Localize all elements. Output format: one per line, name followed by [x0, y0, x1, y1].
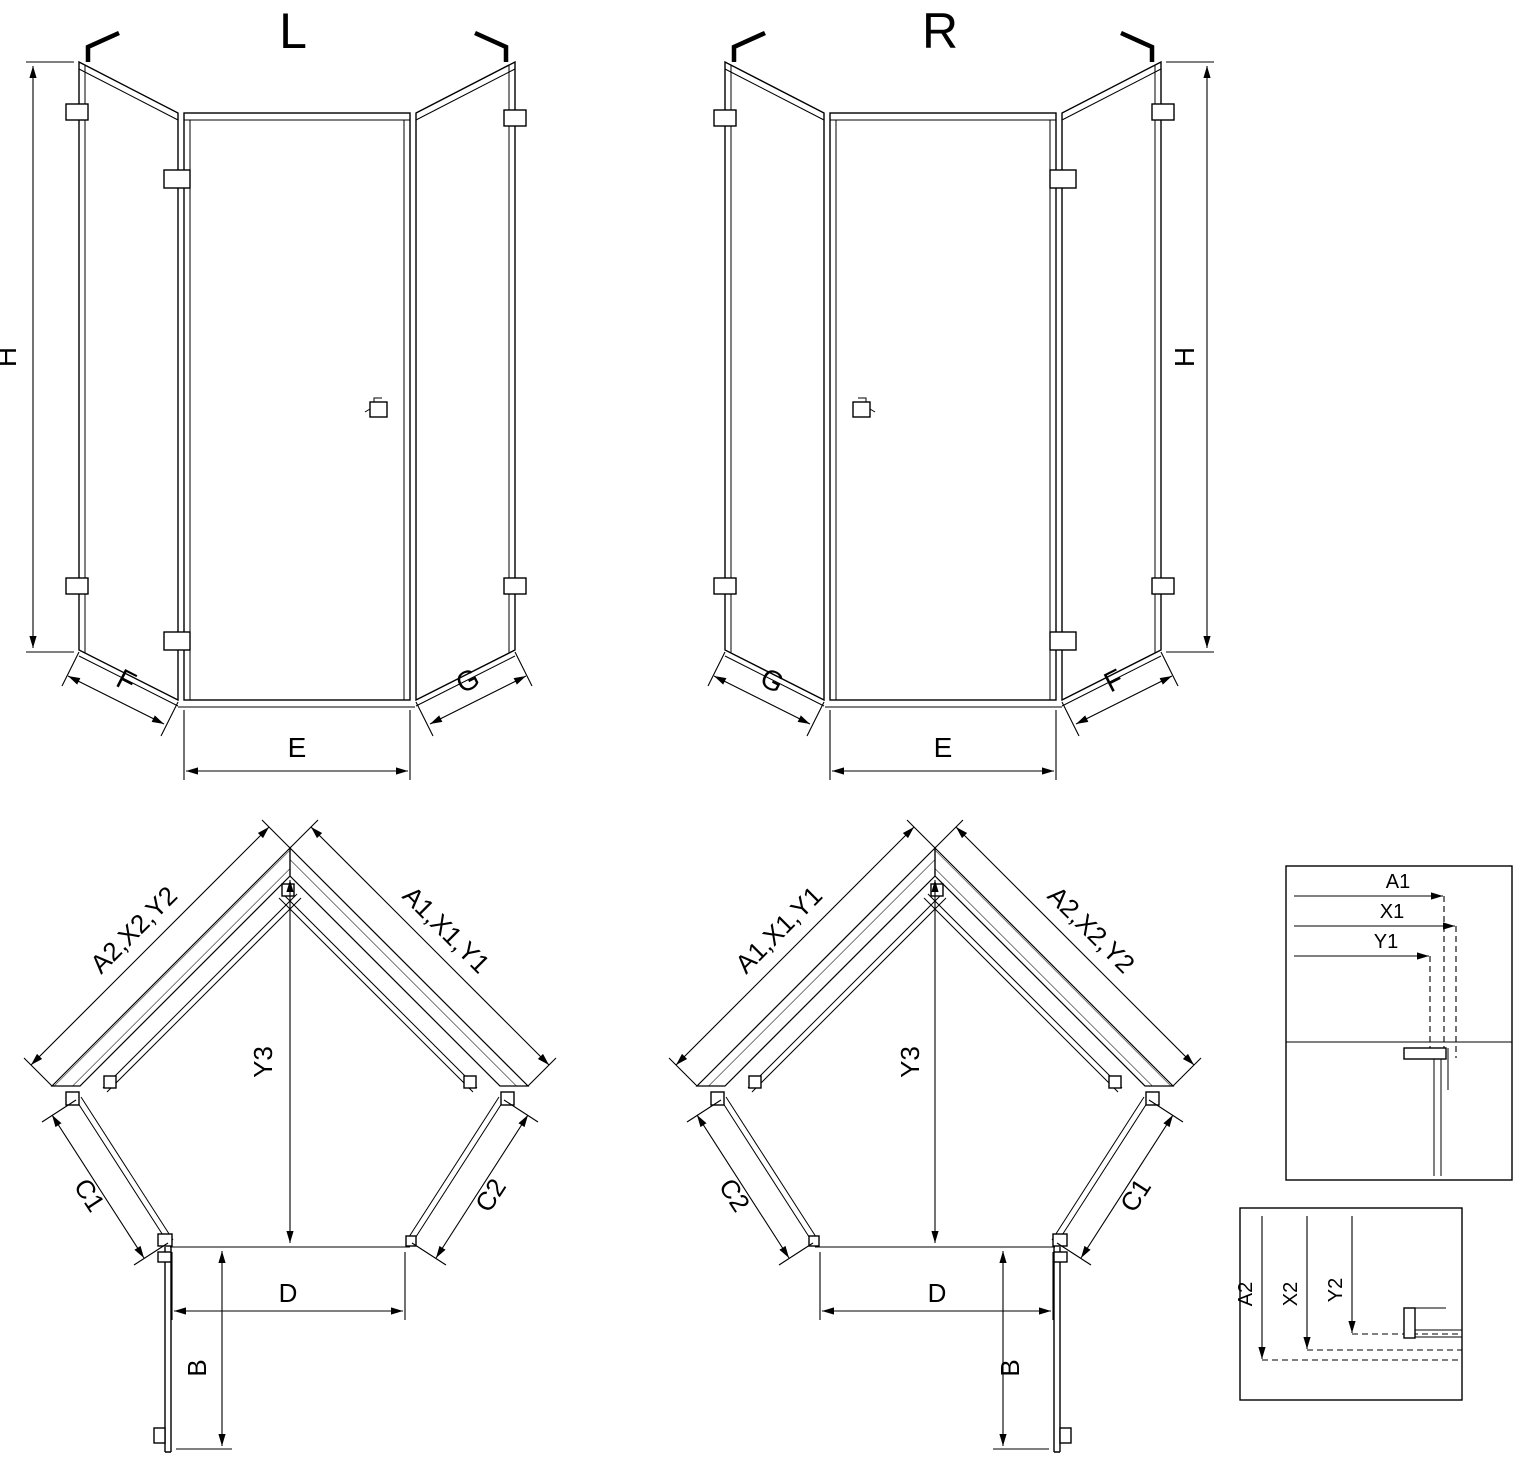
- detail-label-x2: X2: [1280, 1282, 1302, 1306]
- detail-label-a1: A1: [1386, 871, 1410, 893]
- front-view-right-title: R: [922, 3, 958, 59]
- dim-label-b-r: B: [995, 1359, 1025, 1376]
- front-view-left-title: L: [279, 3, 307, 59]
- detail-label-x1: X1: [1380, 901, 1404, 923]
- plan-view-left-structure: [24, 820, 556, 1452]
- detail-label-a2: A2: [1235, 1282, 1257, 1306]
- plan-view-right: A1,X1,Y1 A2,X2,Y2 Y3 C2 C1 D B: [669, 820, 1201, 1452]
- dim-label-c1-r: C1: [1114, 1173, 1157, 1217]
- dim-label-c1-l: C1: [68, 1173, 111, 1217]
- dim-label-wall-right-l: A1,X1,Y1: [397, 880, 496, 979]
- detail-view-bottom: A2 X2 Y2: [1235, 1207, 1463, 1401]
- front-view-right: R H G E F: [708, 3, 1214, 780]
- plan-view-right-structure: [669, 820, 1201, 1452]
- dim-label-y3-r: Y3: [895, 1046, 925, 1078]
- dim-label-c2-l: C2: [469, 1173, 512, 1217]
- dim-label-e-right: E: [934, 732, 953, 763]
- plan-view-left: A2,X2,Y2 A1,X1,Y1 Y3 C1 C2 D B: [24, 820, 556, 1452]
- dim-label-h-left: H: [0, 347, 22, 367]
- dim-label-wall-right-r: A2,X2,Y2: [1042, 880, 1141, 979]
- dim-label-e-left: E: [288, 732, 307, 763]
- dim-label-b-l: B: [182, 1359, 212, 1376]
- dim-label-d-r: D: [928, 1278, 947, 1308]
- dim-label-wall-left-r: A1,X1,Y1: [729, 880, 828, 979]
- dim-label-h-right: H: [1169, 347, 1200, 367]
- dim-label-d-l: D: [279, 1278, 298, 1308]
- detail-view-top: A1 X1 Y1: [1285, 865, 1513, 1181]
- front-view-left: L H F E G: [0, 3, 532, 780]
- dim-label-c2-r: C2: [713, 1173, 756, 1217]
- detail-label-y1: Y1: [1374, 931, 1398, 953]
- dim-label-y3-l: Y3: [248, 1046, 278, 1078]
- detail-label-y2: Y2: [1325, 1278, 1347, 1302]
- dim-label-wall-left-l: A2,X2,Y2: [84, 880, 183, 979]
